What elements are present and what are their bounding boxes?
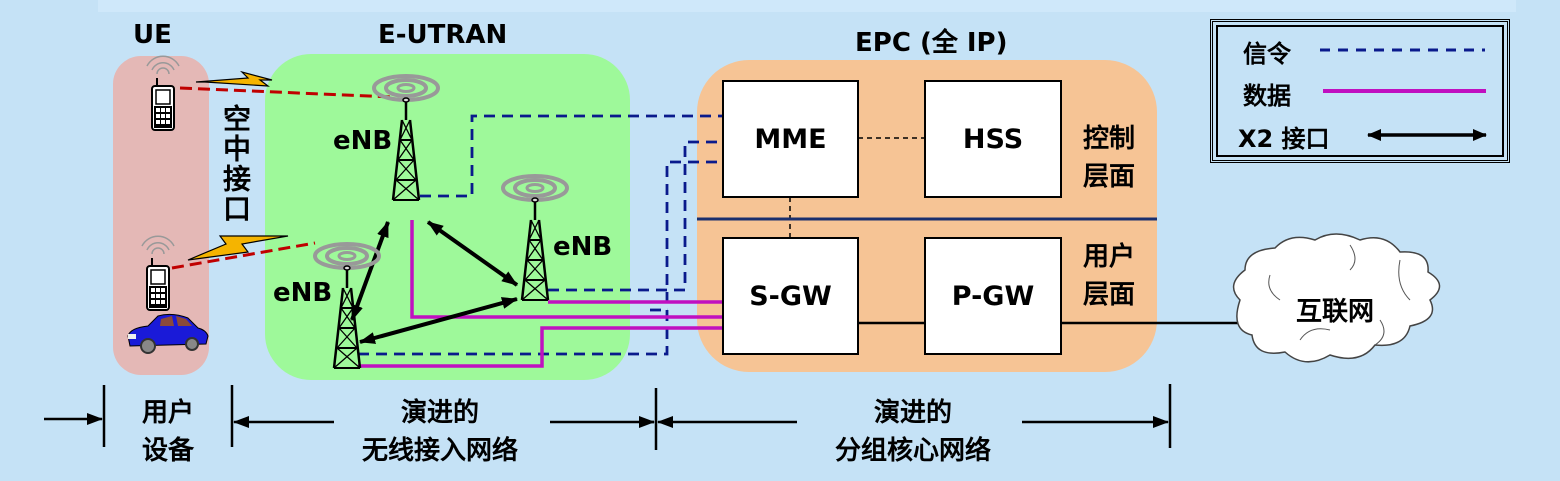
legend-x2-label: X2 接口 — [1238, 125, 1330, 153]
legend-signaling-label: 信令 — [1243, 40, 1291, 68]
enb-label: eNB — [333, 126, 393, 156]
dimension-markers — [44, 384, 1172, 450]
span-label-line: 无线接入网络 — [361, 436, 518, 466]
lightning-icon — [195, 70, 273, 87]
span-packet-core-network: 演进的 分组核心网络 — [808, 394, 1018, 470]
internet-cloud-icon — [1232, 233, 1441, 363]
enb-label: eNB — [553, 232, 613, 262]
legend-swatches — [1320, 48, 1487, 141]
span-label-line: 演进的 — [873, 398, 952, 428]
air-interface-label: 空中接口 — [219, 104, 252, 224]
ue-title: UE — [133, 20, 172, 50]
air-link-1 — [179, 86, 394, 99]
control-plane-label-line: 控制 — [1083, 124, 1136, 154]
x2-links — [350, 220, 519, 344]
hss-node[interactable]: HSS — [924, 80, 1062, 198]
span-radio-access-network: 演进的 无线接入网络 — [340, 394, 540, 470]
span-user-equipment: 用户 设备 — [118, 394, 218, 470]
mobile-phone-icon — [141, 235, 175, 311]
mobile-phone-icon — [146, 55, 180, 131]
span-label-line: 设备 — [141, 436, 194, 466]
lightning-icon — [187, 235, 289, 261]
user-plane-label: 用户 层面 — [1083, 238, 1135, 314]
car-icon — [127, 313, 209, 354]
pgw-node[interactable]: P-GW — [924, 237, 1062, 355]
eutran-title: E-UTRAN — [378, 20, 508, 50]
control-plane-label: 控制 层面 — [1083, 120, 1135, 196]
signaling-lines — [358, 114, 725, 356]
legend-data-label: 数据 — [1243, 82, 1291, 110]
span-label-line: 分组核心网络 — [834, 436, 991, 466]
internet-label: 互联网 — [1296, 297, 1375, 327]
enb-label: eNB — [273, 278, 333, 308]
air-link-2 — [171, 241, 316, 270]
sgw-node[interactable]: S-GW — [722, 237, 859, 355]
mme-node[interactable]: MME — [722, 80, 859, 198]
control-plane-label-line: 层面 — [1083, 162, 1136, 192]
user-plane-label-line: 用户 — [1083, 242, 1136, 272]
span-label-line: 用户 — [141, 398, 194, 428]
span-label-line: 演进的 — [400, 398, 479, 428]
legend: 信令 数据 X2 接口 — [1210, 19, 1510, 163]
epc-title: EPC (全 IP) — [855, 28, 1008, 58]
user-plane-label-line: 层面 — [1083, 280, 1136, 310]
top-band — [98, 0, 1516, 12]
